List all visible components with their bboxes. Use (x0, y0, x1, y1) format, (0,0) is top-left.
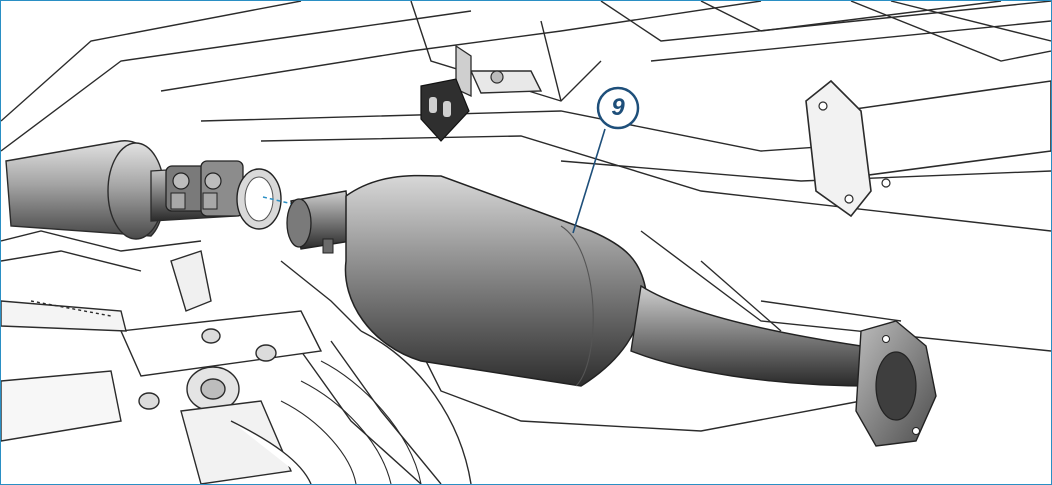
pipe-clamp (165, 160, 282, 230)
callout-number: 9 (611, 94, 625, 121)
wheel-tire-lineart (280, 360, 422, 484)
callout-leader-line (572, 128, 606, 234)
frame-rail (805, 79, 1051, 218)
catalytic-converter (286, 174, 937, 447)
exhaust-hanger-bracket (420, 44, 543, 142)
suspension-lineart (1, 250, 323, 484)
callout-ring (596, 86, 640, 130)
